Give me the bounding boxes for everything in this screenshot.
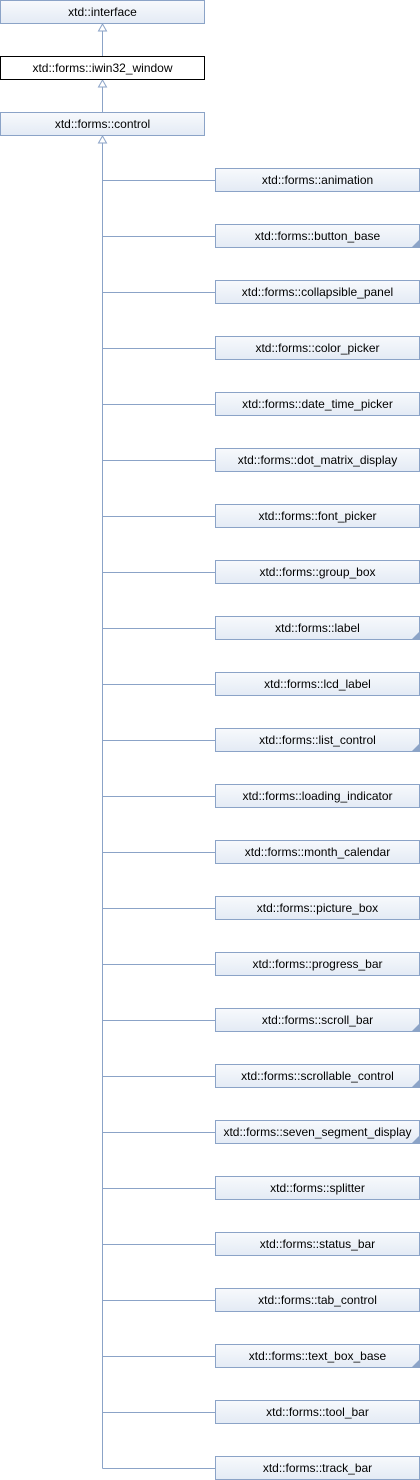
node-color-picker[interactable]: xtd::forms::color_picker [215,336,420,360]
node-label: xtd::forms::lcd_label [264,677,371,691]
node-progress-bar[interactable]: xtd::forms::progress_bar [215,952,420,976]
node-label: xtd::forms::animation [261,173,374,187]
node-label: xtd::forms::loading_indicator [242,789,393,803]
has-subclasses-marker [412,1024,419,1031]
node-label: xtd::forms::dot_matrix_display [237,453,398,467]
node-label: xtd::forms::list_control [259,733,376,747]
node-scroll-bar[interactable]: xtd::forms::scroll_bar [215,1008,420,1032]
node-label: xtd::forms::color_picker [255,341,380,355]
inherit-arrow [97,134,108,144]
node-label: xtd::forms::month_calendar [244,845,391,859]
node-button-base[interactable]: xtd::forms::button_base [215,224,420,248]
node-label: xtd::forms::control [54,117,151,131]
node-group-box[interactable]: xtd::forms::group_box [215,560,420,584]
node-tool-bar[interactable]: xtd::forms::tool_bar [215,1400,420,1424]
node-collapsible-panel[interactable]: xtd::forms::collapsible_panel [215,280,420,304]
node-dot-matrix-display[interactable]: xtd::forms::dot_matrix_display [215,448,420,472]
node-label: xtd::forms::label [275,621,360,635]
has-subclasses-marker [412,744,419,751]
node-label: xtd::forms::scroll_bar [261,1013,374,1027]
node-month-calendar[interactable]: xtd::forms::month_calendar [215,840,420,864]
node-iwin32-window: xtd::forms::iwin32_window [0,56,205,80]
node-loading-indicator[interactable]: xtd::forms::loading_indicator [215,784,420,808]
has-subclasses-marker [412,240,419,247]
node-label: xtd::forms::text_box_base [248,1349,387,1363]
node-label: xtd::forms::progress_bar [252,957,383,971]
node-track-bar[interactable]: xtd::forms::track_bar [215,1456,420,1480]
node-text-box-base[interactable]: xtd::forms::text_box_base [215,1344,420,1368]
has-subclasses-marker [412,1080,419,1087]
node-label: xtd::forms::iwin32_window [32,61,173,75]
inherit-arrow [97,78,108,88]
has-subclasses-marker [412,1360,419,1367]
node-label: xtd::forms::button_base [254,229,381,243]
node-date-time-picker[interactable]: xtd::forms::date_time_picker [215,392,420,416]
node-label: xtd::forms::tool_bar [266,1405,369,1419]
node-list-control[interactable]: xtd::forms::list_control [215,728,420,752]
node-label: xtd::forms::scrollable_control [241,1069,394,1083]
node-interface[interactable]: xtd::interface [0,0,205,24]
node-animation[interactable]: xtd::forms::animation [215,168,420,192]
node-seven-segment-display[interactable]: xtd::forms::seven_segment_display [215,1120,420,1144]
node-label[interactable]: xtd::forms::label [215,616,420,640]
inherit-arrow [97,22,108,32]
node-label: xtd::forms::seven_segment_display [223,1125,412,1139]
node-label: xtd::forms::splitter [270,1181,365,1195]
node-label: xtd::forms::track_bar [262,1461,373,1475]
node-control[interactable]: xtd::forms::control [0,112,205,136]
node-picture-box[interactable]: xtd::forms::picture_box [215,896,420,920]
node-tab-control[interactable]: xtd::forms::tab_control [215,1288,420,1312]
node-label: xtd::forms::font_picker [258,509,377,523]
node-lcd-label[interactable]: xtd::forms::lcd_label [215,672,420,696]
node-label: xtd::forms::group_box [259,565,376,579]
node-status-bar[interactable]: xtd::forms::status_bar [215,1232,420,1256]
node-label: xtd::forms::status_bar [259,1237,376,1251]
node-font-picker[interactable]: xtd::forms::font_picker [215,504,420,528]
node-splitter[interactable]: xtd::forms::splitter [215,1176,420,1200]
node-scrollable-control[interactable]: xtd::forms::scrollable_control [215,1064,420,1088]
has-subclasses-marker [412,1136,419,1143]
node-label: xtd::forms::collapsible_panel [241,285,394,299]
node-label: xtd::forms::date_time_picker [242,397,393,411]
node-label: xtd::forms::tab_control [258,1293,377,1307]
node-label: xtd::forms::picture_box [256,901,379,915]
node-label: xtd::interface [68,5,137,19]
has-subclasses-marker [412,632,419,639]
